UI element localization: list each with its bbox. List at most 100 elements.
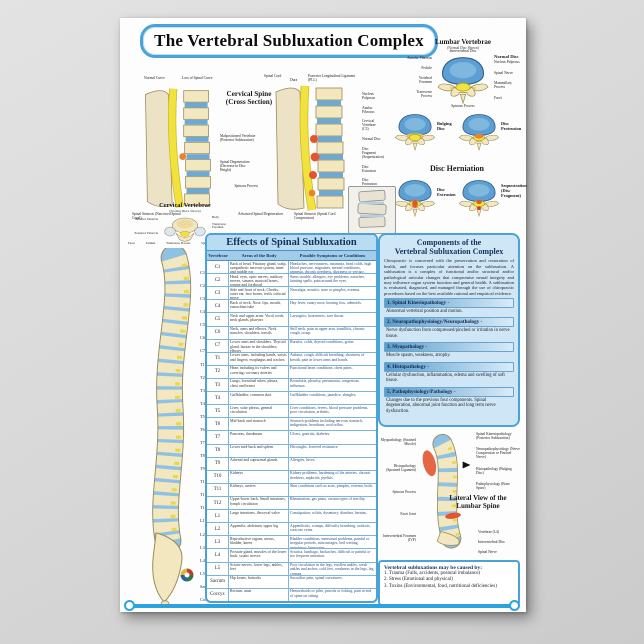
spine-level: C2 (200, 283, 206, 289)
causes-list: 1. Trauma (Falls, accidents, postural im… (384, 571, 514, 591)
vertebra-level-cell: L4 (207, 549, 229, 562)
cervical-vertebra-axial-illustration (164, 217, 206, 242)
disc-herniation-heading: Disc Herniation (430, 164, 484, 173)
areas-cell: Reproductive organs, uterus, bladder, kn… (229, 536, 289, 549)
spine-level: C3 (200, 296, 206, 302)
lateral-lumbar-figure: Myopathology (Strained Muscle)Histopatho… (380, 430, 520, 558)
vertebra-level-cell: C3 (207, 287, 229, 300)
spine-level: T5 (200, 413, 205, 419)
symptoms-cell: Bronchitis, pleurisy, pneumonia, congest… (290, 379, 360, 388)
vertebra-level-cell: T1 (207, 352, 229, 365)
anatomy-label: Posterior Tubercle (134, 231, 158, 236)
areas-cell: Neck, arms and elbows. Neck muscles, sho… (229, 326, 289, 339)
areas-cell: Kidneys, ureters (229, 483, 289, 496)
areas-cell: Mid-back and stomach (229, 418, 289, 431)
component-item: 3. Myopathology - Muscle spasm, weakness… (384, 342, 514, 360)
areas-cell: Neck and upper arms. Vocal cords, neck g… (229, 313, 289, 326)
anatomy-label: Body (212, 215, 219, 219)
table-row: C6 Neck, arms and elbows. Neck muscles, … (207, 326, 376, 340)
anatomy-label: Anterior Tubercle (135, 217, 158, 221)
symptoms-cell: Bladder conditions, menstrual problems, … (290, 536, 370, 550)
table-row: T2 Heart including its valves and coveri… (207, 365, 376, 379)
lateral-labels-right-top: Spinal Kinesiopathology (Posterior Sublu… (476, 432, 520, 490)
label-cord-compression: Spinal Stenosis (Spinal Cord Compression… (294, 212, 336, 221)
areas-cell: Kidneys (229, 470, 289, 483)
vertebra-level-cell: L5 (207, 562, 229, 575)
label-dura: Dura (290, 78, 298, 82)
component-item: 5. Pathophysiology/Pathology - Changes d… (384, 386, 514, 416)
label-spinal-stenosis: Spinal Stenosis (Narrowed Spinal Canal) (132, 212, 181, 221)
table-row: T9 Adrenal and suprarenal glands Allergi… (207, 457, 376, 471)
lateral-labels-left: Myopathology (Strained Muscle)Histopatho… (380, 438, 416, 542)
component-description: Changes due to the previous four compone… (386, 397, 496, 414)
cervical-vertebrae-subtitle: (Normal Discs Shown) (169, 209, 201, 213)
components-list: 1. Spinal Kinesiopathology - Abnormal ve… (384, 297, 514, 416)
effects-table-header: Vertebrae Areas of the Body Possible Sym… (207, 251, 376, 261)
label-spinous-process: Spinous Process (234, 184, 258, 188)
vertebra-level-cell: T6 (207, 418, 229, 431)
table-row: T4 Gallbladder, common duct Gallbladder … (207, 392, 376, 406)
areas-cell: Rectum, anus (229, 588, 289, 601)
poster-rail (129, 604, 517, 608)
table-row: Coccyx Rectum, anus Hemorrhoids or piles… (207, 588, 376, 601)
symptoms-cell: Stomach problems including nervous stoma… (290, 418, 363, 428)
areas-cell: Back of neck, Nose, lips, mouth, eustach… (229, 300, 289, 313)
vertebra-level-cell: L3 (207, 536, 229, 549)
anatomy-label: Nucleus Pulposus (362, 92, 375, 101)
degenerated-vertebrae-illustration (357, 189, 387, 228)
vertebra-level-cell: T4 (207, 392, 229, 405)
spine-level: T4 (200, 400, 205, 406)
symptoms-cell: Gallbladder conditions, jaundice, shingl… (290, 392, 357, 397)
pathology-label: Intervertebral Foramen (IVF) (382, 533, 416, 542)
bulging-disc-illustration (395, 114, 435, 152)
pathology-label: Pathophysiology (Bone Spurs) (476, 481, 510, 490)
vertebra-level-cell: T9 (207, 457, 229, 470)
spine-level: L2 (200, 531, 205, 537)
symptoms-cell: Rheumatism, gas pains, certain types of … (290, 497, 366, 502)
symptoms-cell: Skin conditions such as acne, pimples, e… (290, 484, 374, 489)
cervical-cross-section-figure: Normal Curve Loss of Spinal Curve Cervic… (130, 74, 384, 221)
spine-level: T3 (200, 387, 205, 393)
spine-level: L5 (200, 570, 205, 576)
symptoms-cell: Functional heart conditions, chest pains… (290, 366, 353, 371)
symptoms-cell: Bursitis, colds, thyroid conditions, goi… (290, 340, 355, 345)
areas-cell: Back of head, Pituitary gland, scalp, sy… (229, 261, 289, 274)
label-spinous-process: Spinous Process (451, 104, 475, 108)
anatomy-label: Pedicle (421, 65, 432, 70)
anatomy-label: Spinal Nerve (478, 549, 497, 554)
component-heading: 1. Spinal Kinesiopathology - (384, 297, 514, 308)
areas-cell: Lungs, bronchial tubes, pleura, chest an… (229, 378, 289, 392)
vertebra-level-cell: T12 (207, 496, 229, 510)
areas-cell: Head, eyes, optic nerves, auditory nerve… (229, 274, 289, 287)
disc-type-label: Disc Protrusion (501, 121, 522, 131)
effects-table: Effects of Spinal Subluxation Vertebrae … (205, 233, 378, 603)
areas-cell: Lower arms, including hands, wrists and … (229, 352, 289, 365)
anatomy-label: Mammillary Process (494, 81, 512, 90)
lumbar-vertebra-axial-illustration (437, 57, 489, 105)
label-intervertebral-disc: Intervertebral Disc (449, 49, 477, 53)
column-header-areas: Areas of the Body (241, 253, 277, 258)
vertebra-level-cell: C5 (207, 313, 229, 326)
anatomy-label: Spinal Nerve (494, 70, 513, 75)
lateral-view-caption: Lateral View of the Lumbar Spine (449, 494, 507, 511)
component-heading: 2. Neuropathophysiology/Neuropathology - (384, 317, 514, 328)
disc-herniation-figure: Bulging Disc Disc Protrusion Disc Hernia… (392, 110, 527, 234)
rail-knob-left (124, 600, 135, 611)
lumbar-vertebrae-subtitle: (Normal Disc Shown) (447, 46, 479, 50)
normal-disc-label: Normal Disc (494, 54, 519, 59)
anatomy-label: Vertebral Foramen (418, 75, 432, 84)
anatomy-label: Normal Disc (362, 137, 381, 142)
vertebra-level-cell: Coccyx (207, 588, 229, 601)
poster-sheet: The Vertebral Subluxation Complex Lumbar… (120, 18, 527, 612)
areas-cell: Lower mid-back and spleen (229, 444, 289, 457)
vertebra-level-cell: T3 (207, 378, 229, 392)
areas-cell: Lower arms and shoulders. Thyroid gland,… (229, 339, 289, 352)
column-header-symptoms: Possible Symptoms or Conditions (299, 253, 366, 258)
anatomy-label: Intervertebral Disc (478, 539, 506, 544)
pathology-label: Spinal Kinesiopathology (Posterior Sublu… (476, 432, 512, 441)
spine-level: T2 (200, 374, 205, 380)
symptoms-cell: Appendicitis, cramps, difficulty breathi… (290, 523, 371, 533)
areas-cell: Upper/lower back, Small intestines, lymp… (229, 496, 289, 510)
